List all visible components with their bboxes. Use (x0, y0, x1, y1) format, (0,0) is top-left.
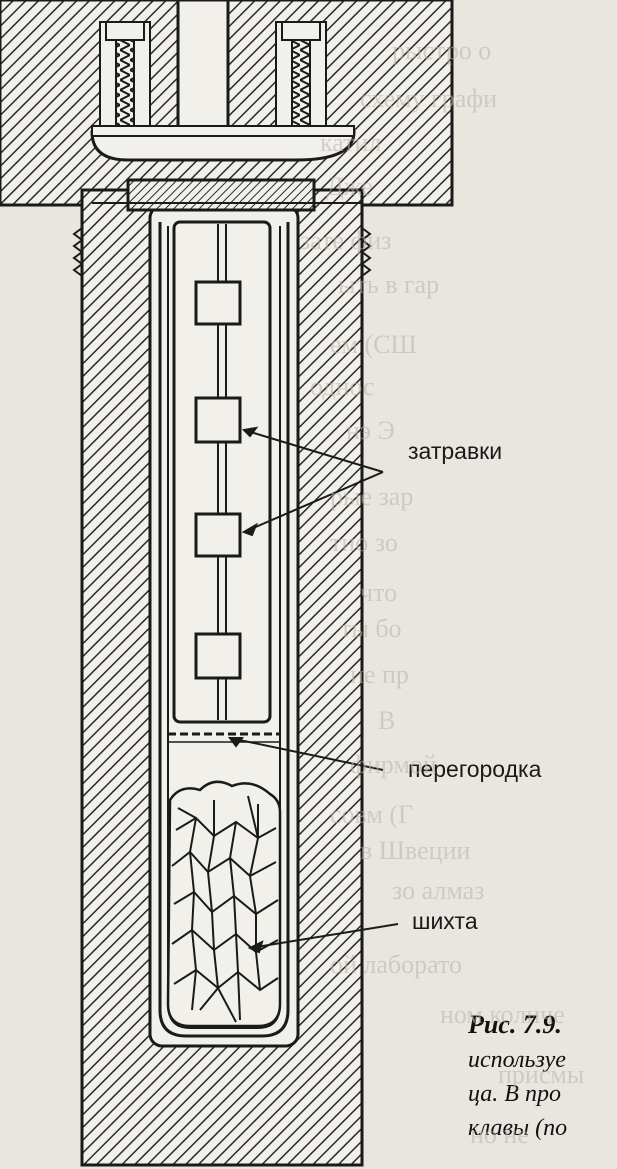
bleed-through-fragment: Дже (326, 172, 373, 201)
bleed-through-fragment: рыстро о (392, 36, 492, 65)
bleed-through-fragment: ие пр (350, 660, 409, 689)
seed-crystal (194, 512, 242, 558)
bleed-through-fragment: рые зар (330, 482, 414, 511)
charge-grain-boundary (177, 807, 197, 819)
figure-caption: Рис. 7.9. используе ца. В про клавы (по (468, 1008, 567, 1145)
charge-grain-boundary (199, 986, 237, 1023)
seal-lid (92, 178, 362, 212)
charge-nutrient (166, 780, 282, 1028)
bleed-through-fragment: В (378, 706, 396, 735)
charge-grain-boundary (188, 817, 198, 1011)
charge-grain-boundary (171, 850, 277, 878)
charge-grain-boundary (206, 800, 219, 989)
bleed-through-fragment: нэ Э (346, 416, 395, 445)
seed-crystal (194, 396, 242, 444)
bleed-through-fragment: ном количе (440, 1000, 565, 1029)
leader-lines (228, 426, 399, 954)
bleed-through-fragment: ой лаборато (330, 950, 463, 979)
charge-grain-boundary (175, 816, 277, 840)
label-baffle: перегородка (408, 756, 542, 782)
bleed-through-fragment: тно зо (330, 528, 398, 557)
caption-line: ца. В про (468, 1081, 561, 1107)
bleed-through-fragment: однос (310, 372, 375, 401)
bleed-through-fragment: зо алмаз (392, 876, 485, 905)
charge-grain-boundary (173, 890, 279, 916)
bolt-left (105, 21, 145, 133)
bleed-through-fragment: схему графи (360, 84, 498, 113)
seed-crystals (194, 280, 242, 680)
caption-line: используе (468, 1047, 566, 1073)
bleed-through-fragment: ыть в гар (338, 270, 440, 299)
pressure-plate (90, 125, 356, 162)
bleed-through-fragment: ем (СШ (330, 330, 417, 359)
label-charge: шихта (412, 908, 478, 934)
bleed-through-fragment: фирмой (350, 750, 437, 779)
bleed-through-fragment: совм (Г (330, 800, 414, 829)
bolt-right (281, 21, 321, 133)
seed-crystal (194, 280, 242, 326)
charge-grain-boundary (173, 968, 279, 992)
bleed-through-fragment: в Швеции (360, 836, 471, 865)
bleed-through-fragment: но не (470, 1120, 529, 1149)
bleed-through-fragment: присмы (498, 1060, 585, 1089)
seed-crystal (194, 632, 242, 680)
charge-grain-boundary (228, 821, 241, 1021)
charge-grain-boundary (247, 795, 259, 839)
bleed-through-fragment: ты бо (340, 614, 402, 643)
bleed-through-fragment: что (360, 578, 398, 607)
figure-number: Рис. 7.9. (468, 1010, 562, 1039)
bleed-through-fragment: катил (320, 128, 382, 157)
caption-line: клавы (по (468, 1115, 568, 1141)
baffle (168, 732, 280, 743)
label-seeds: затравки (408, 438, 503, 464)
charge-grain-boundary (248, 804, 261, 991)
bleed-through-fragment: зате физ (300, 226, 392, 255)
